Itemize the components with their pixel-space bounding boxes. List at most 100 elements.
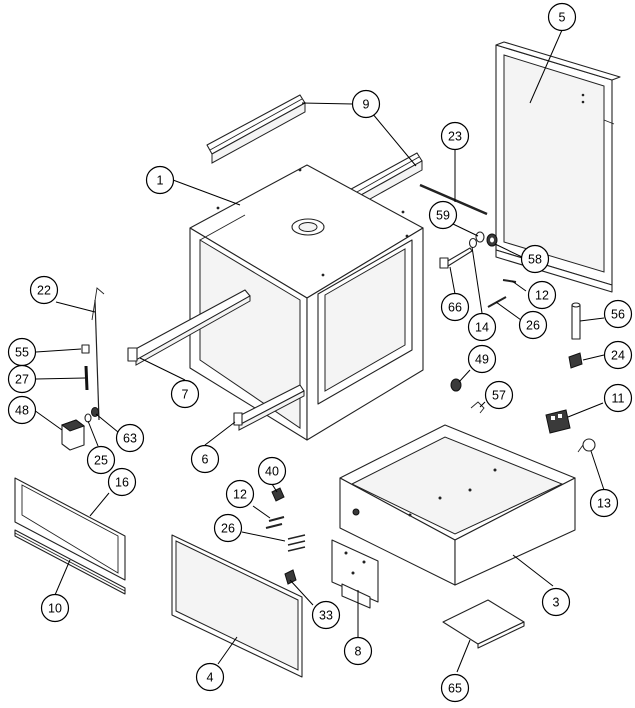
callout-circle bbox=[527, 280, 557, 310]
callout-circle bbox=[603, 299, 633, 329]
callout-1: 1 bbox=[145, 165, 175, 195]
callout-circle bbox=[589, 488, 619, 518]
cover-plate-part-65 bbox=[442, 599, 525, 649]
callout-circle bbox=[225, 479, 255, 509]
callout-55: 55 bbox=[7, 337, 37, 367]
callout-label: 6 bbox=[202, 453, 209, 467]
bracket-part-57 bbox=[470, 401, 485, 414]
latch-part-33 bbox=[284, 569, 297, 585]
callout-label: 8 bbox=[355, 645, 362, 659]
block-part-24 bbox=[568, 352, 583, 369]
callout-circle bbox=[518, 310, 548, 340]
callout-33: 33 bbox=[311, 600, 341, 630]
washer-part-14 bbox=[468, 237, 478, 249]
callout-63: 63 bbox=[115, 423, 145, 453]
callout-13: 13 bbox=[589, 488, 619, 518]
callout-24: 24 bbox=[603, 340, 633, 370]
callout-3: 3 bbox=[541, 587, 571, 617]
callout-4: 4 bbox=[195, 662, 225, 692]
oven-cavity-part-1 bbox=[189, 164, 424, 441]
callout-26: 26 bbox=[518, 310, 548, 340]
callout-label: 22 bbox=[37, 284, 51, 298]
callout-label: 4 bbox=[207, 671, 214, 685]
callout-circle bbox=[115, 423, 145, 453]
callout-circle bbox=[107, 467, 137, 497]
callout-circle bbox=[428, 200, 458, 230]
callout-circle bbox=[484, 380, 514, 410]
callout-label: 33 bbox=[319, 609, 333, 623]
pin-part-12-upper bbox=[502, 279, 517, 283]
callout-circle bbox=[541, 587, 571, 617]
callout-6: 6 bbox=[190, 444, 220, 474]
callout-label: 55 bbox=[15, 346, 29, 360]
callout-56: 56 bbox=[603, 299, 633, 329]
callout-label: 13 bbox=[597, 497, 611, 511]
callout-65: 65 bbox=[440, 673, 470, 703]
callout-23: 23 bbox=[440, 121, 470, 151]
callout-59: 59 bbox=[428, 200, 458, 230]
callout-circle bbox=[257, 456, 287, 486]
callout-circle bbox=[440, 673, 470, 703]
rod-part-22 bbox=[91, 287, 105, 421]
callout-57: 57 bbox=[484, 380, 514, 410]
cap-part-55 bbox=[81, 344, 90, 354]
callout-66: 66 bbox=[440, 292, 470, 322]
callout-circle bbox=[7, 395, 37, 425]
callout-label: 65 bbox=[448, 682, 462, 696]
callout-label: 48 bbox=[15, 404, 29, 418]
callout-48: 48 bbox=[7, 395, 37, 425]
pin-part-12-lower bbox=[265, 516, 285, 529]
washer-part-25 bbox=[84, 413, 92, 423]
callout-circle bbox=[213, 513, 243, 543]
base-chassis-part-3 bbox=[339, 424, 576, 586]
callout-circle bbox=[7, 364, 37, 394]
callout-10: 10 bbox=[40, 593, 70, 623]
leader-lines bbox=[33, 29, 605, 673]
callout-5: 5 bbox=[547, 2, 577, 32]
callout-circle bbox=[40, 593, 70, 623]
callout-7: 7 bbox=[170, 379, 200, 409]
switch-part-48 bbox=[60, 419, 86, 451]
rear-panel-part-5 bbox=[495, 41, 621, 293]
callout-circle bbox=[440, 292, 470, 322]
callout-label: 66 bbox=[448, 301, 462, 315]
callout-label: 10 bbox=[48, 602, 62, 616]
callout-11: 11 bbox=[603, 383, 633, 413]
callout-12: 12 bbox=[527, 280, 557, 310]
pin-part-26-lower bbox=[287, 534, 306, 552]
valve-part-13 bbox=[577, 438, 596, 453]
callout-label: 12 bbox=[233, 488, 247, 502]
callout-label: 11 bbox=[612, 392, 625, 406]
control-panel-part-11 bbox=[545, 409, 571, 434]
callout-label: 12 bbox=[535, 289, 549, 303]
callout-26: 26 bbox=[213, 513, 243, 543]
callout-label: 5 bbox=[559, 11, 566, 25]
pin-part-26-upper bbox=[487, 296, 507, 308]
callout-label: 63 bbox=[123, 432, 137, 446]
knob-part-49 bbox=[450, 378, 462, 392]
washer-part-59 bbox=[475, 231, 485, 243]
callout-circle bbox=[29, 275, 59, 305]
callout-12: 12 bbox=[225, 479, 255, 509]
callout-circle bbox=[467, 344, 497, 374]
rack-rail-part-6 bbox=[233, 384, 305, 431]
callout-circle bbox=[170, 379, 200, 409]
callout-label: 23 bbox=[448, 130, 462, 144]
callout-label: 16 bbox=[115, 476, 129, 490]
callout-circle bbox=[351, 89, 381, 119]
rod-part-27 bbox=[84, 365, 89, 391]
callout-27: 27 bbox=[7, 364, 37, 394]
callout-circle bbox=[190, 444, 220, 474]
callout-label: 3 bbox=[553, 596, 560, 610]
callout-16: 16 bbox=[107, 467, 137, 497]
top-rail-part-9a bbox=[206, 94, 306, 164]
callout-circle bbox=[603, 383, 633, 413]
callout-58: 58 bbox=[520, 244, 550, 274]
callout-label: 40 bbox=[265, 465, 279, 479]
callout-circle bbox=[145, 165, 175, 195]
callout-label: 57 bbox=[492, 389, 506, 403]
bolt-part-66 bbox=[439, 247, 473, 269]
callout-circle bbox=[343, 636, 373, 666]
